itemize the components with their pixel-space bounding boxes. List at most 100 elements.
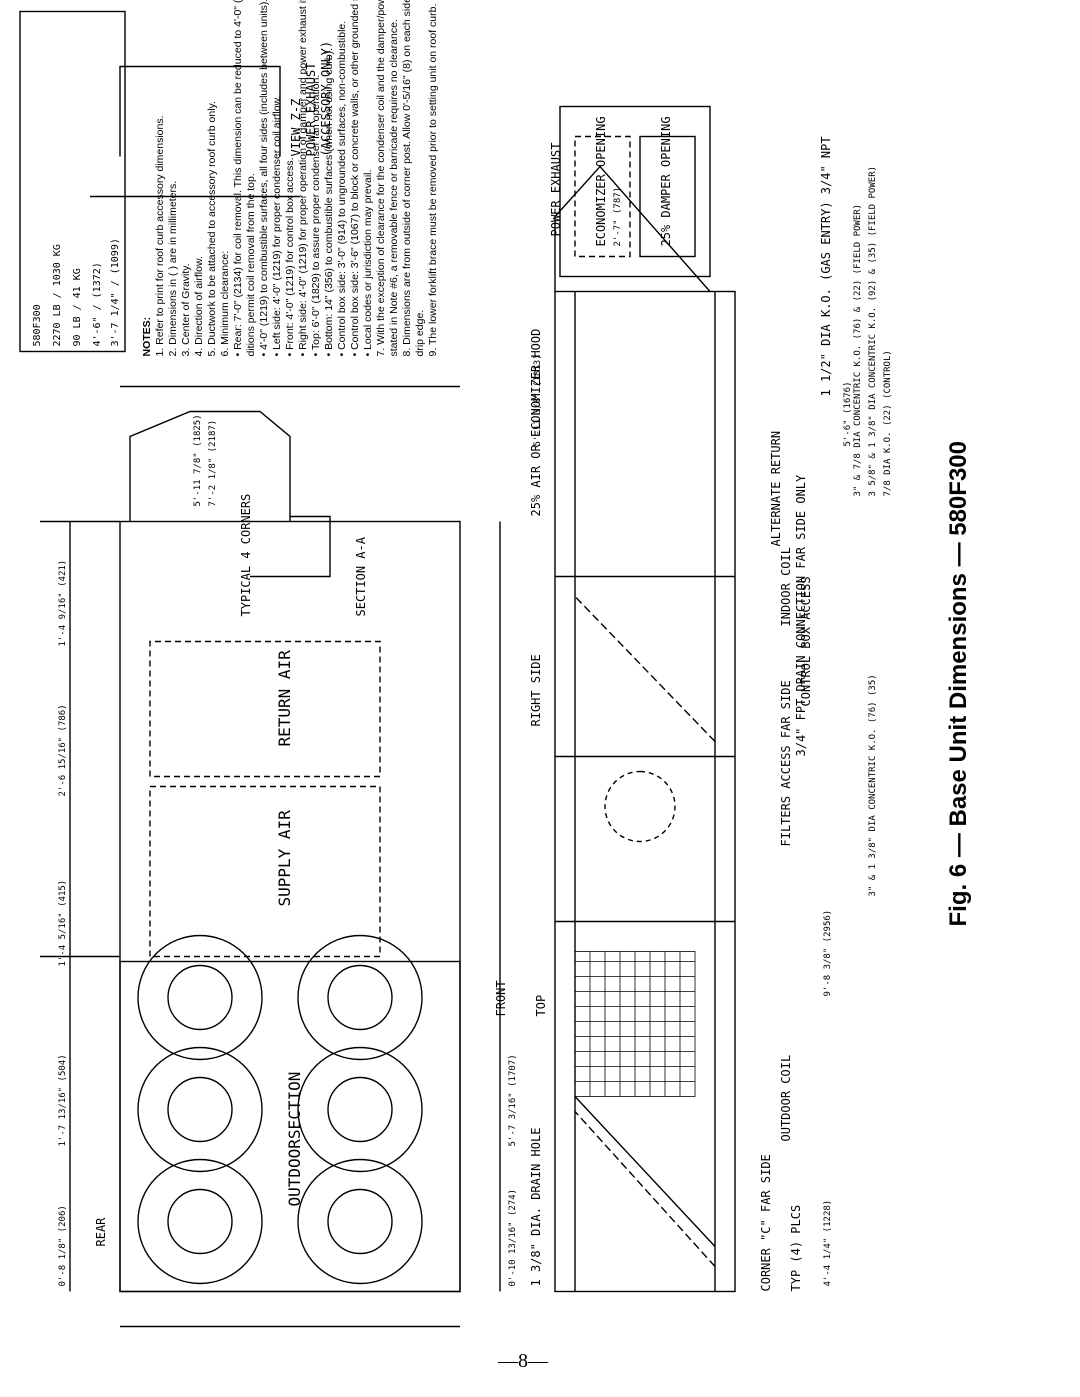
- label-drain-hole: 1 3/8" DIA. DRAIN HOLE: [529, 1128, 543, 1287]
- fan-hub: [327, 1076, 393, 1143]
- note-line: stated in Note #6, a removable fence or …: [388, 19, 400, 356]
- fan-circle: [137, 934, 263, 1061]
- label-power-exhaust-right: POWER EXHAUST: [549, 143, 563, 237]
- dim-label: 5'-6" (1676): [843, 381, 853, 446]
- outdoor-section-outline: [119, 960, 461, 1293]
- coil-diagonal: [574, 1096, 716, 1247]
- label-outdoor-section: OUTDOORSECTION: [285, 1072, 304, 1207]
- table-dim-a: 4'-6" / (1372): [92, 262, 103, 346]
- notes-title: NOTES:: [141, 317, 153, 357]
- dim-label: 4'-4 1/4" (1228): [823, 1200, 833, 1287]
- label-drain-conn: 3/4" FPT DRAIN CONNECTION FAR SIDE ONLY: [794, 474, 808, 757]
- note-line: • Bottom: 14" (356) to combustible surfa…: [323, 48, 335, 357]
- weights-table: [19, 10, 126, 353]
- front-view-outline: [554, 290, 736, 1293]
- label-corner-c: CORNER "C" FAR SIDE: [759, 1154, 773, 1291]
- label-economizer-opening: ECONOMIZER OPENING: [594, 116, 608, 246]
- table-dim-b: 3'-7 1/4" / (1099): [110, 238, 121, 346]
- note-line: drip edge.: [414, 310, 426, 357]
- outdoor-coil-grid: [574, 951, 696, 1097]
- dim-label: 7'-2 1/8" (2187): [208, 420, 218, 507]
- ko-label: 3" & 7/8 DIA CONCENTRIC K.O. (76) & (22)…: [853, 204, 863, 497]
- note-line: • 4'-0" (1219) to combustible surfaces, …: [258, 0, 270, 357]
- label-right-side: RIGHT SIDE: [529, 654, 543, 726]
- label-top: TOP: [534, 995, 548, 1017]
- label-return-air: RETURN AIR: [275, 650, 294, 747]
- economizer-hood: [554, 165, 711, 292]
- ko-label: 3 5/8" & 1 3/8" DIA CONCENTRIC K.O. (92)…: [868, 166, 878, 497]
- note-line: 7. With the exception of clearance for t…: [375, 0, 387, 357]
- label-typ-4plcs: TYP (4) PLCS: [789, 1205, 803, 1292]
- note-line: 9. The lower forklift brace must be remo…: [427, 4, 439, 357]
- label-damper-opening: 25% DAMPER OPENING: [659, 116, 673, 246]
- note-line: • Local codes or jurisdiction may prevai…: [362, 170, 374, 357]
- supply-air-opening: [149, 785, 381, 958]
- hood-outline-top: [129, 410, 291, 522]
- dim-label: 0'-8 1/8" (206): [58, 1205, 68, 1286]
- note-line: 4. Direction of airflow.: [193, 256, 205, 356]
- fan-circle: [137, 1046, 263, 1173]
- fan-hub: [167, 1188, 233, 1255]
- note-line: • Left side: 4'-0" (1219) for proper con…: [271, 96, 283, 357]
- note-line: 3. Center of Gravity.: [180, 263, 192, 356]
- dim-label: 0'-10 13/16" (274): [508, 1189, 518, 1287]
- coil-diagonal: [574, 1111, 716, 1267]
- note-line: ditions permit coil removal from the top…: [245, 173, 257, 356]
- note-line: 1. Refer to print for roof curb accessor…: [154, 115, 166, 356]
- label-filters: FILTERS ACCESS FAR SIDE: [779, 680, 793, 846]
- dim-label: 5'-11 3/8" (1813): [533, 354, 543, 446]
- label-indoor-coil: INDOOR COIL: [779, 547, 793, 626]
- dim-label: 9'-8 3/8" (2956): [823, 910, 833, 997]
- table-weight: 2270 LB / 1030 KG: [52, 244, 63, 346]
- fan-hub: [327, 1188, 393, 1255]
- note-line: 2. Dimensions in ( ) are in millimeters.: [167, 181, 179, 357]
- section-aa-detail: [250, 515, 331, 578]
- label-rear: REAR: [94, 1217, 108, 1247]
- fan-hub: [327, 964, 393, 1031]
- return-air-opening: [149, 640, 381, 778]
- view-zz-detail: [119, 65, 281, 157]
- right-side-view: [559, 105, 711, 278]
- label-control-box: CONTROL BOX ACCESS: [799, 576, 813, 706]
- label-typical-corners: TYPICAL 4 CORNERS: [239, 494, 253, 617]
- label-section-aa: SECTION A-A: [354, 536, 368, 616]
- page-number: —8—: [498, 1350, 548, 1372]
- knockout-labels: 3" & 7/8 DIA CONCENTRIC K.O. (76) & (22)…: [853, 166, 893, 897]
- dim-label: 1'-7 13/16" (504): [58, 1054, 68, 1146]
- fan-hub: [167, 1076, 233, 1143]
- figure-caption: Fig. 6 — Base Unit Dimensions — 580F300: [945, 441, 972, 927]
- ko-label: 7/8 DIA K.O. (22) (CONTROL): [883, 350, 893, 496]
- fan-circle: [297, 1158, 423, 1285]
- label-view-zz: VIEW Z-Z: [289, 99, 303, 157]
- dim-label: 2'-6 15/16" (786): [58, 704, 68, 796]
- note-line: 5. Ductwork to be attached to accessory …: [206, 101, 218, 356]
- label-gas-entry: 1 1/2" DIA K.O. (GAS ENTRY) 3/4" NPT: [819, 136, 833, 396]
- table-unit: 580F300: [32, 304, 43, 346]
- note-line: • Front: 4'-0" (1219) for control box ac…: [284, 157, 296, 356]
- fan-circle: [297, 934, 423, 1061]
- ko-label: 3" & 1 3/8" DIA CONCENTRIC K.O. (76) (35…: [868, 674, 878, 896]
- label-supply-air: SUPPLY AIR: [275, 810, 294, 907]
- table-economizer: 90 LB / 41 KG: [72, 268, 83, 346]
- label-air-hood: 25% AIR OR ECONOMIZER HOOD: [529, 329, 543, 517]
- note-line: • Top: 6'-0" (1829) to assure proper con…: [310, 75, 322, 357]
- note-line: 6. Minimum clearance:: [219, 251, 231, 357]
- note-line: 8. Dimensions are from outside of corner…: [401, 0, 413, 357]
- dim-label: 5'-11 7/8" (1825): [193, 414, 203, 506]
- note-line: • Rear: 7'-0" (2134) for coil removal. T…: [232, 0, 244, 357]
- fan-circle: [137, 1158, 263, 1285]
- blower-wheel: [604, 770, 676, 843]
- dim-label: 1'-4 5/16" (415): [58, 880, 68, 967]
- fan-circle: [297, 1046, 423, 1173]
- notes-block: NOTES: 1. Refer to print for roof curb a…: [141, 0, 439, 357]
- note-line: • Right side: 4'-0" (1219) for proper op…: [297, 0, 309, 357]
- note-line: • Control box side: 3'-0" (914) to ungro…: [336, 21, 348, 357]
- economizer-opening: [574, 135, 631, 258]
- dim-label: 5'-7 3/16" (1707): [508, 1054, 518, 1146]
- note-line: • Control box side: 3'-6" (1067) to bloc…: [349, 0, 361, 357]
- dim-label: 1'-4 9/16" (421): [58, 560, 68, 647]
- damper-opening: [639, 135, 696, 258]
